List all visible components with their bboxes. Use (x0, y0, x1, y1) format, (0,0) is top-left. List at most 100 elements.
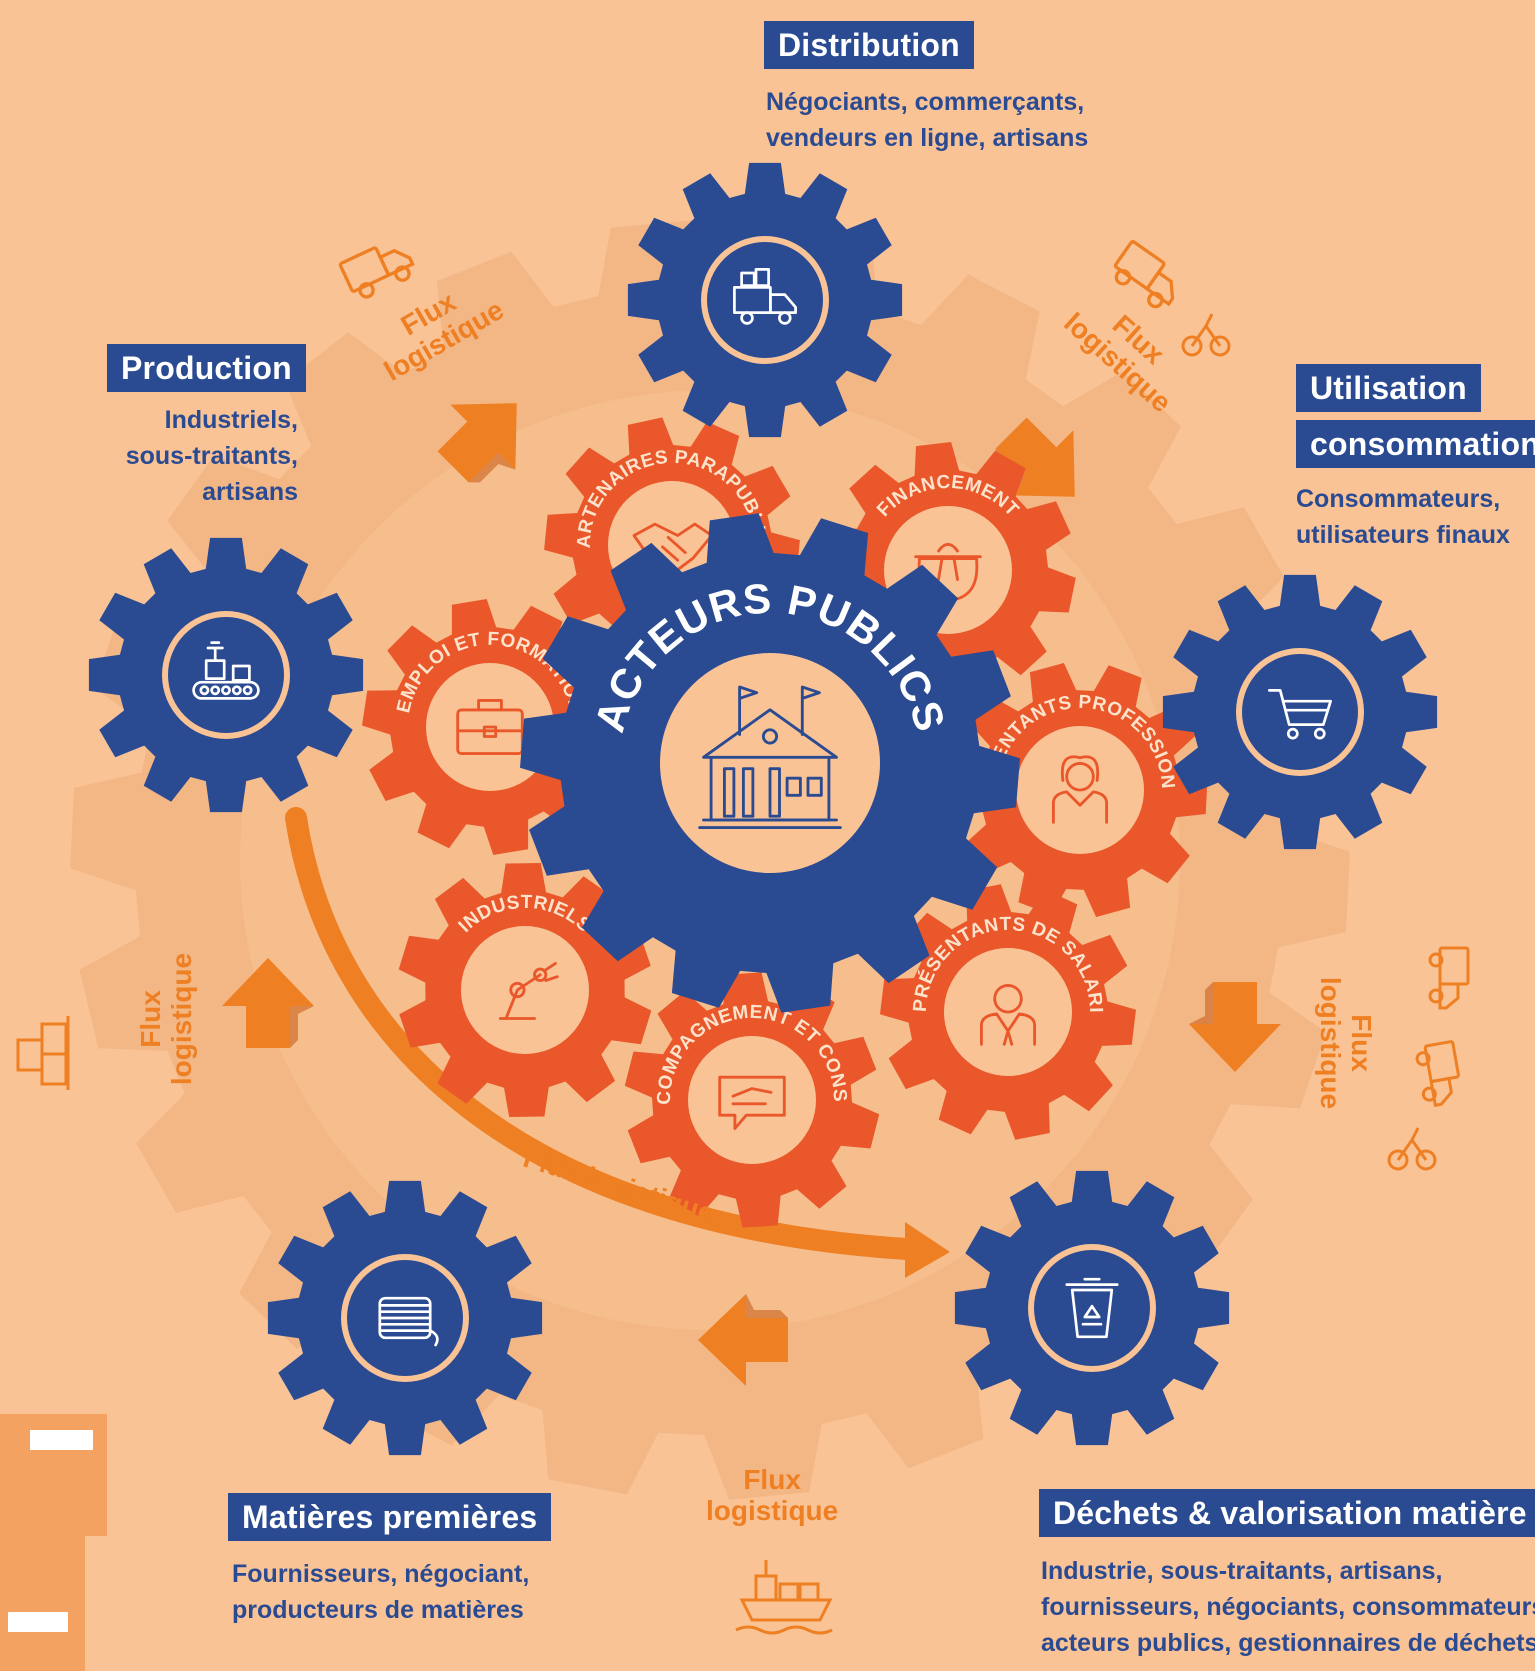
delivery-truck-icon (733, 268, 797, 325)
stage-gear-matieres (267, 1180, 543, 1456)
flux-arc-arrowhead (905, 1222, 950, 1278)
icon-part (456, 698, 524, 738)
distribution-desc-line: vendeurs en ligne, artisans (766, 124, 1089, 152)
side-tab-decoration (0, 1536, 85, 1671)
truck-cab (1144, 270, 1175, 307)
arrow-matieres-to-production (222, 958, 314, 1048)
arrow-shape (1189, 982, 1281, 1072)
truck-wheel (1428, 952, 1444, 968)
businesswoman-icon (1051, 755, 1109, 824)
icon-part (509, 981, 526, 999)
container (798, 1582, 820, 1602)
gear-hub-inner (707, 242, 823, 358)
icon-part (242, 685, 253, 696)
stage-gear-utilisation (1162, 574, 1438, 850)
arrow-shadow (290, 1006, 314, 1048)
icon-part (993, 983, 1023, 1014)
icon-part (1313, 727, 1326, 740)
cargo-ship-icon (735, 1560, 833, 1635)
dechets-desc-line: fournisseurs, négociants, consommateurs, (1041, 1593, 1535, 1621)
waves (735, 1625, 833, 1635)
icon-part (740, 311, 754, 325)
flux-word: Flux (743, 1464, 801, 1495)
government-building-icon (698, 685, 842, 830)
icon-part (1051, 790, 1109, 824)
icon-part (722, 767, 736, 818)
icon-part (741, 767, 755, 818)
conveyor-belt-icon (192, 641, 260, 700)
icon-part (769, 293, 797, 314)
icon-part (1268, 689, 1332, 726)
arrow-shape (995, 417, 1075, 497)
production-desc-line: artisans (202, 478, 298, 506)
production-title: Production (107, 344, 306, 392)
truck-box (1438, 946, 1470, 986)
stage-gear-production (88, 537, 364, 813)
wire-spool-icon (378, 1296, 439, 1347)
advice-chat-icon (718, 1075, 786, 1130)
icon-part (533, 967, 548, 982)
employee-icon (979, 983, 1037, 1046)
container (778, 1582, 800, 1602)
truck-wheel (358, 282, 375, 299)
flux-label-dechets-matieres: Flux logistique (706, 1464, 838, 1526)
recycle-bin-icon (1065, 1277, 1119, 1339)
truck-wheel (1415, 1051, 1431, 1067)
icon-part (542, 961, 559, 982)
truck-wheel (1428, 988, 1444, 1004)
icon-part (785, 776, 802, 797)
utilisation-desc-line: utilisateurs finaux (1296, 521, 1510, 549)
matieres-desc-line: producteurs de matières (232, 1596, 524, 1624)
truck-box (1113, 240, 1166, 290)
utilisation-title: Utilisation (1296, 364, 1481, 412)
distribution-desc-line: Négociants, commerçants, (766, 88, 1085, 116)
arrow-shape (698, 1294, 788, 1386)
icon-part (1060, 755, 1100, 782)
scooter-frame (1396, 1127, 1428, 1161)
matieres-premieres-title: Matières premières (228, 1493, 552, 1541)
icon-part (768, 767, 781, 818)
icon-part (731, 1087, 773, 1106)
icon-part (778, 311, 792, 325)
box (40, 1052, 68, 1086)
gear-hub (660, 653, 880, 873)
gear-hub-inner (1242, 654, 1358, 770)
truck-icon (1415, 1040, 1460, 1108)
flux-word: logistique (1315, 976, 1347, 1110)
arrow-dechets-to-matieres (698, 1294, 788, 1386)
arrow-production-to-distribution (437, 403, 517, 483)
utilisation-description: Consommateurs, utilisateurs finaux (1296, 481, 1510, 553)
truck-cab (378, 248, 415, 278)
icon-part (718, 1075, 786, 1130)
icon-part (199, 685, 210, 696)
truck-wheel (1147, 291, 1164, 309)
flux-arc-arrow (285, 807, 936, 1261)
icon-part (210, 685, 221, 696)
icon-part (231, 664, 251, 682)
scooter-wheel (1209, 335, 1231, 357)
icon-part (1002, 1029, 1014, 1046)
truck-cab (1429, 1076, 1453, 1108)
scooter-wheel (1181, 335, 1203, 357)
icon-part (740, 271, 756, 287)
stage-gear-distribution (627, 162, 903, 438)
icon-part (206, 641, 224, 662)
icon-part (231, 685, 242, 696)
ship-cabin (754, 1574, 778, 1602)
ship-hull (739, 1598, 833, 1622)
flux-label-utilisation-dechets: Flux logistique (1315, 977, 1377, 1109)
gear-hub (688, 1036, 816, 1164)
icon-part (192, 680, 260, 700)
arrow-shape (222, 958, 314, 1048)
icon-part (698, 818, 842, 830)
truck-cab (1438, 982, 1460, 1010)
arrow-shadow (468, 452, 516, 483)
truck-wheel (1114, 269, 1132, 286)
dechets-desc-line: acteurs publics, gestionnaires de déchet… (1041, 1629, 1535, 1657)
truck-icon (1428, 946, 1470, 1010)
matieres-desc-line: Fournisseurs, négociant, (232, 1560, 530, 1588)
flux-word: logistique (706, 1495, 839, 1526)
flux-word: Flux (135, 990, 167, 1048)
